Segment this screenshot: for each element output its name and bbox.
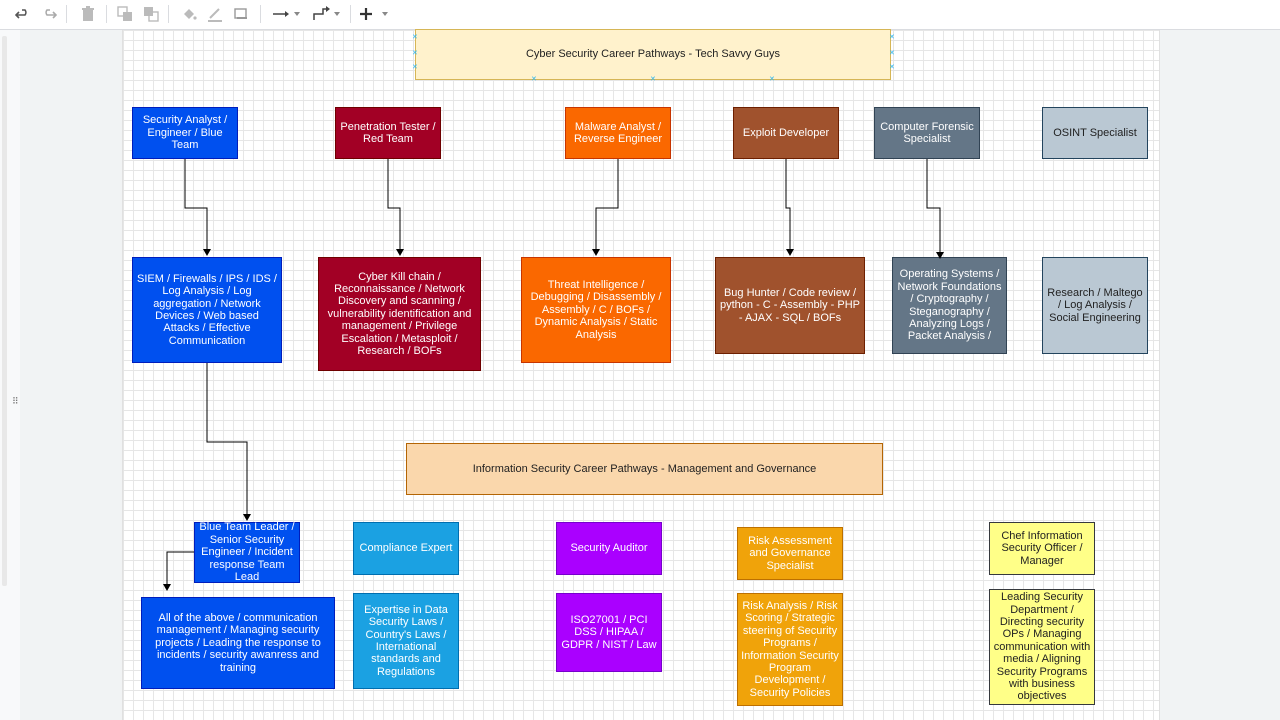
toolbar-separator — [260, 5, 261, 23]
selection-handle[interactable]: ✕ — [769, 76, 775, 83]
redo-icon[interactable] — [38, 3, 60, 25]
skills-label: Research / Maltego / Log Analysis / Soci… — [1047, 286, 1143, 324]
role-computer-forensic[interactable]: Computer Forensic Specialist — [874, 107, 980, 159]
role-osint-specialist[interactable]: OSINT Specialist — [1042, 107, 1148, 159]
skills-osint[interactable]: Research / Maltego / Log Analysis / Soci… — [1042, 257, 1148, 354]
selection-handle[interactable]: ✕ — [650, 76, 656, 83]
mgmt-role-label: Chef Information Security Officer / Mana… — [1001, 529, 1083, 567]
mgmt-skills-blue-team-leader[interactable]: All of the above / communication managem… — [141, 597, 335, 689]
mgmt-skills-auditor[interactable]: ISO27001 / PCI DSS / HIPAA / GDPR / NIST… — [556, 593, 662, 672]
selection-handle[interactable]: ✕ — [889, 50, 895, 57]
role-exploit-developer[interactable]: Exploit Developer — [733, 107, 839, 159]
skills-malware-analyst[interactable]: Threat Intelligence / Debugging / Disass… — [521, 257, 671, 363]
role-label: Computer Forensic Specialist — [880, 120, 974, 145]
mgmt-skills-ciso[interactable]: Leading Security Department / Directing … — [989, 589, 1095, 705]
mgmt-role-ciso[interactable]: Chef Information Security Officer / Mana… — [989, 522, 1095, 575]
role-malware-analyst[interactable]: Malware Analyst / Reverse Engineer — [565, 107, 671, 159]
diagram-title-box[interactable]: Cyber Security Career Pathways - Tech Sa… — [415, 29, 891, 80]
role-label: OSINT Specialist — [1053, 126, 1137, 139]
skills-label: Operating Systems / Network Foundations … — [897, 268, 1002, 343]
mgmt-skills-label: Expertise in Data Security Laws / Countr… — [364, 603, 448, 678]
delete-icon[interactable] — [77, 3, 99, 25]
mgmt-role-risk-assessment[interactable]: Risk Assessment and Governance Specialis… — [737, 527, 843, 580]
selection-handle[interactable]: ✕ — [412, 64, 418, 71]
diagram-title: Cyber Security Career Pathways - Tech Sa… — [525, 48, 781, 61]
toolbar — [0, 0, 1280, 30]
selection-handle[interactable]: ✕ — [412, 34, 418, 41]
role-penetration-tester[interactable]: Penetration Tester / Red Team — [335, 107, 441, 159]
toolbar-separator — [350, 5, 351, 23]
mgmt-role-label: Risk Assessment and Governance Specialis… — [748, 534, 832, 572]
management-title: Information Security Career Pathways - M… — [472, 462, 817, 475]
skills-security-analyst[interactable]: SIEM / Firewalls / IPS / IDS / Log Analy… — [132, 257, 282, 363]
selection-handle[interactable]: ✕ — [531, 76, 537, 83]
line-color-icon[interactable] — [204, 3, 226, 25]
connection-icon[interactable] — [270, 3, 302, 25]
skills-label: Threat Intelligence / Debugging / Disass… — [530, 278, 662, 341]
selection-handle[interactable]: ✕ — [889, 64, 895, 71]
role-label: Exploit Developer — [742, 126, 830, 139]
skills-label: Bug Hunter / Code review / python - C - … — [720, 286, 860, 324]
role-label: Malware Analyst / Reverse Engineer — [573, 120, 663, 145]
selection-handle[interactable]: ✕ — [412, 50, 418, 57]
mgmt-skills-label: All of the above / communication managem… — [155, 611, 321, 674]
toolbar-separator — [106, 5, 107, 23]
mgmt-role-blue-team-leader[interactable]: Blue Team Leader / Senior Security Engin… — [194, 521, 300, 584]
mgmt-skills-label: Leading Security Department / Directing … — [993, 591, 1091, 703]
management-title-box[interactable]: Information Security Career Pathways - M… — [406, 443, 883, 495]
mgmt-role-label: Blue Team Leader / Senior Security Engin… — [199, 521, 295, 584]
undo-icon[interactable] — [12, 3, 34, 25]
mgmt-role-label: Compliance Expert — [359, 542, 453, 555]
panel-resize-grip[interactable]: ⠿ — [12, 396, 19, 406]
mgmt-role-security-auditor[interactable]: Security Auditor — [556, 522, 662, 575]
mgmt-role-label: Security Auditor — [570, 542, 648, 555]
role-label: Penetration Tester / Red Team — [340, 120, 436, 145]
left-panel-scrollbar[interactable] — [2, 36, 7, 586]
skills-exploit-developer[interactable]: Bug Hunter / Code review / python - C - … — [715, 257, 865, 354]
role-security-analyst[interactable]: Security Analyst / Engineer / Blue Team — [132, 107, 238, 159]
role-label: Security Analyst / Engineer / Blue Team — [142, 114, 228, 152]
to-front-icon[interactable] — [114, 3, 136, 25]
toolbar-separator — [168, 5, 169, 23]
selection-handle[interactable]: ✕ — [889, 34, 895, 41]
mgmt-skills-compliance[interactable]: Expertise in Data Security Laws / Countr… — [353, 593, 459, 689]
mgmt-skills-risk[interactable]: Risk Analysis / Risk Scoring / Strategic… — [737, 593, 843, 706]
to-back-icon[interactable] — [140, 3, 162, 25]
mgmt-skills-label: ISO27001 / PCI DSS / HIPAA / GDPR / NIST… — [561, 613, 657, 651]
skills-computer-forensic[interactable]: Operating Systems / Network Foundations … — [892, 257, 1007, 354]
toolbar-separator — [66, 5, 67, 23]
waypoints-icon[interactable] — [310, 3, 342, 25]
mgmt-skills-label: Risk Analysis / Risk Scoring / Strategic… — [741, 599, 839, 699]
mgmt-role-compliance-expert[interactable]: Compliance Expert — [353, 522, 459, 575]
shadow-icon[interactable] — [230, 3, 252, 25]
skills-label: Cyber Kill chain / Reconnaissance / Netw… — [327, 270, 472, 358]
left-panel — [0, 30, 20, 720]
insert-icon[interactable] — [358, 3, 390, 25]
skills-label: SIEM / Firewalls / IPS / IDS / Log Analy… — [137, 272, 277, 347]
fill-color-icon[interactable] — [178, 3, 200, 25]
skills-penetration-tester[interactable]: Cyber Kill chain / Reconnaissance / Netw… — [318, 257, 481, 371]
